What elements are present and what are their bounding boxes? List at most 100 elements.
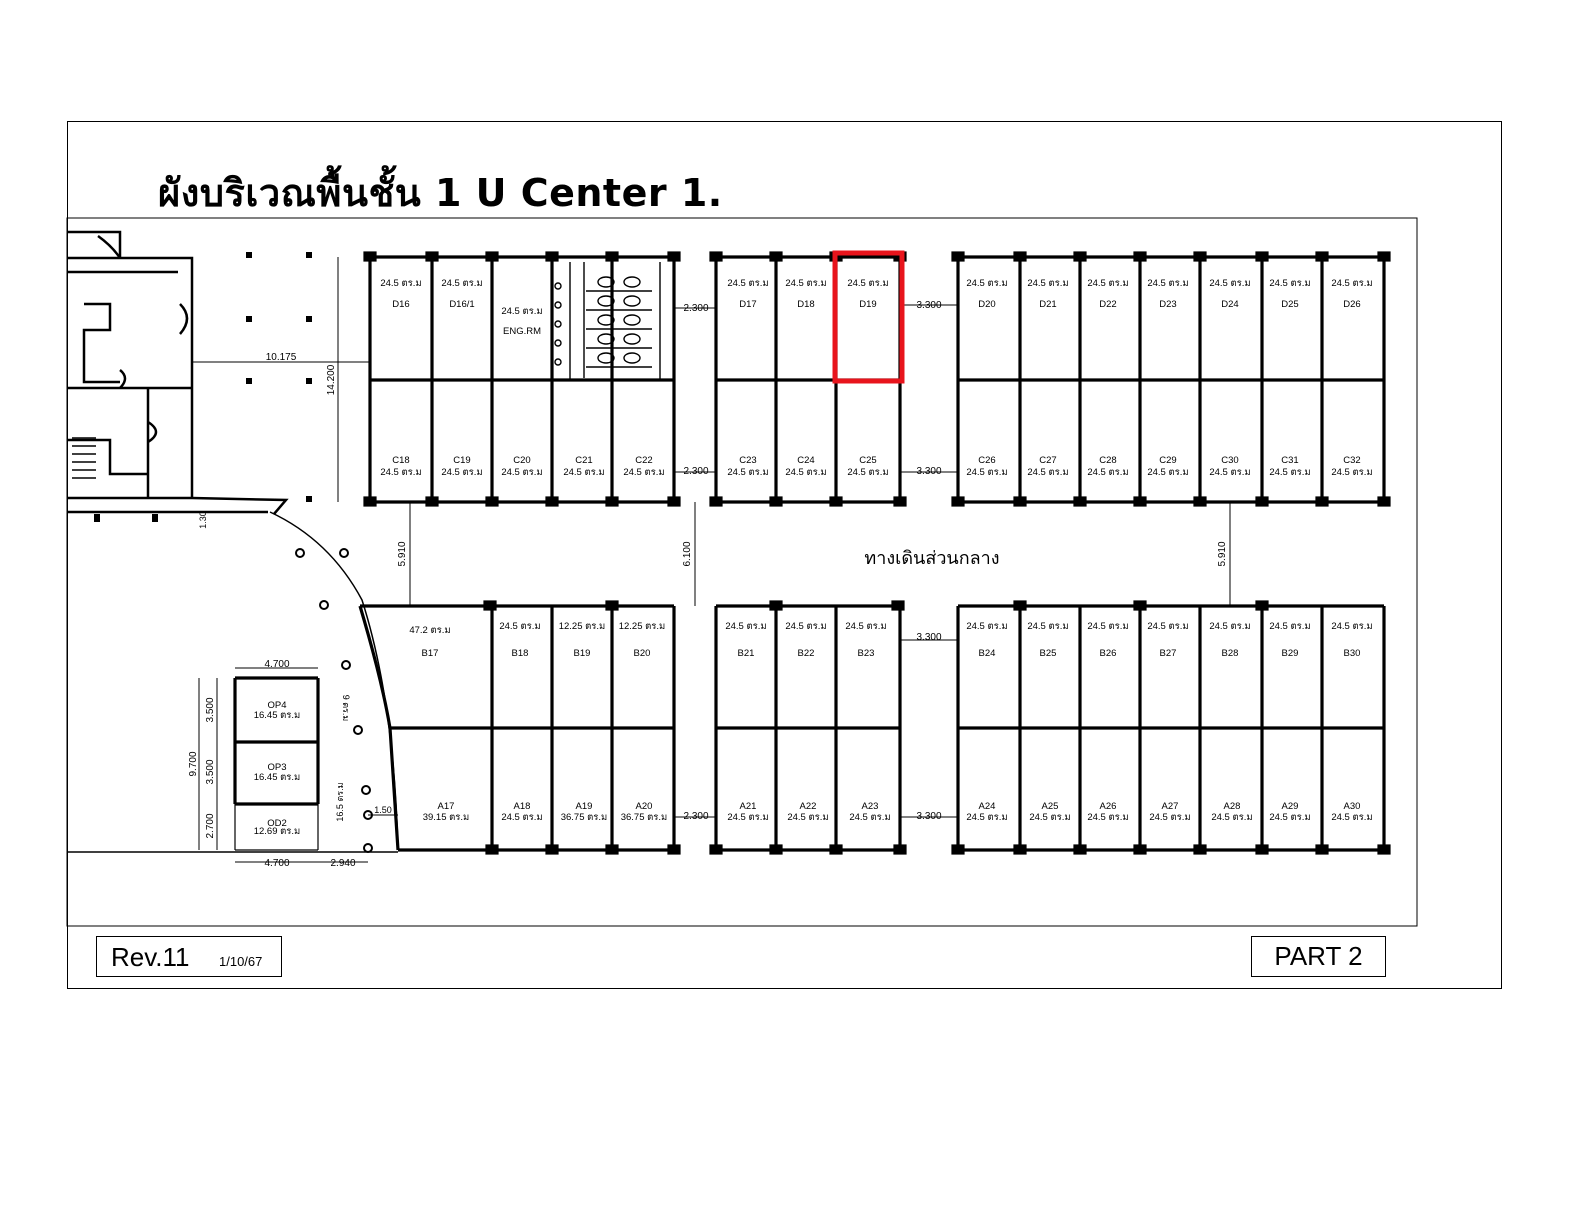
unit-area: 24.5 ตร.ม (1269, 467, 1310, 478)
unit-id: A17 (438, 801, 455, 812)
unit-area: 24.5 ตร.ม (727, 812, 768, 823)
dim-2940: 2.940 (330, 858, 355, 869)
unit-id: A27 (1162, 801, 1179, 812)
toilet-icon (597, 333, 615, 345)
unit-area: 24.5 ตร.ม (623, 467, 664, 478)
sink-icon (554, 320, 562, 328)
column-marker (1255, 251, 1269, 262)
unit-id: ENG.RM (503, 326, 541, 337)
unit-area: 24.5 ตร.ม (1027, 621, 1068, 632)
highlighted-unit-d19 (832, 250, 905, 384)
unit-id: B22 (798, 648, 815, 659)
column-marker (951, 844, 965, 855)
column-marker (1013, 251, 1027, 262)
unit-id: C24 (797, 455, 814, 466)
column-marker (709, 251, 723, 262)
column-marker (483, 600, 497, 611)
unit-id: A29 (1282, 801, 1299, 812)
unit-id: D20 (978, 299, 995, 310)
unit-id: C19 (453, 455, 470, 466)
toilet-icon (597, 295, 615, 307)
unit-id: C22 (635, 455, 652, 466)
unit-id: B23 (858, 648, 875, 659)
column-marker (1013, 496, 1027, 507)
unit-id: D17 (739, 299, 756, 310)
dim-3500: 3.500 (205, 759, 216, 784)
unit-area: 24.5 ตร.ม (1331, 467, 1372, 478)
column-marker (1377, 251, 1391, 262)
unit-area: 24.5 ตร.ม (1029, 812, 1070, 823)
unit-area: 24.5 ตร.ม (727, 278, 768, 289)
dim-4700: 4.700 (264, 858, 289, 869)
dim-2300: 2.300 (683, 303, 708, 314)
bollards (295, 548, 373, 853)
column-marker (1073, 251, 1087, 262)
unit-area: 24.5 ตร.ม (787, 812, 828, 823)
unit-area: 24.5 ตร.ม (966, 467, 1007, 478)
column-marker (893, 844, 907, 855)
unit-id: D22 (1099, 299, 1116, 310)
unit-id: B30 (1344, 648, 1361, 659)
dim-2300: 2.300 (683, 811, 708, 822)
column-marker (893, 496, 907, 507)
dim-3300: 3.300 (916, 300, 941, 311)
toilet-icon (623, 333, 641, 345)
toilet-icon (623, 352, 641, 364)
dim-3300: 3.300 (916, 632, 941, 643)
unit-id: A24 (979, 801, 996, 812)
column-marker (709, 496, 723, 507)
column-marker (485, 251, 499, 262)
op-unit-area: 16.45 ตร.ม (254, 710, 301, 721)
column-marker (363, 251, 377, 262)
unit-id: D21 (1039, 299, 1056, 310)
unit-id: D19 (859, 299, 876, 310)
toilet-icon (597, 314, 615, 326)
unit-area: 36.75 ตร.ม (561, 812, 608, 823)
column-marker (1133, 600, 1147, 611)
column-marker (1377, 844, 1391, 855)
unit-id: A18 (514, 801, 531, 812)
dim-2700: 2.700 (205, 813, 216, 838)
column-marker (545, 496, 559, 507)
unit-area: 24.5 ตร.ม (1269, 278, 1310, 289)
dim-3500: 3.500 (205, 697, 216, 722)
dim-5910: 5.910 (397, 541, 408, 566)
unit-area: 12.25 ตร.ม (559, 621, 606, 632)
unit-area: 24.5 ตร.ม (785, 278, 826, 289)
column-marker (545, 844, 559, 855)
dim-6100: 6.100 (682, 541, 693, 566)
column-marker (951, 496, 965, 507)
unit-id: B26 (1100, 648, 1117, 659)
dim-150: 1.50 (374, 805, 392, 815)
unit-area: 24.5 ตร.ม (847, 278, 888, 289)
unit-id: A19 (576, 801, 593, 812)
revision-date: 1/10/67 (219, 954, 263, 969)
unit-id: A26 (1100, 801, 1117, 812)
unit-area: 24.5 ตร.ม (380, 278, 421, 289)
unit-id: C28 (1099, 455, 1116, 466)
column-marker (951, 251, 965, 262)
unit-area: 24.5 ตร.ม (1027, 278, 1068, 289)
unit-id: C29 (1159, 455, 1176, 466)
column-marker (605, 844, 619, 855)
revision-label: Rev.11 (111, 942, 190, 972)
unit-area: 24.5 ตร.ม (1147, 467, 1188, 478)
dim-10175: 10.175 (266, 352, 297, 363)
dim-9700: 9.700 (188, 751, 199, 776)
unit-id: A23 (862, 801, 879, 812)
column-marker (485, 496, 499, 507)
column-marker (605, 496, 619, 507)
column-marker (1133, 251, 1147, 262)
unit-area: 24.5 ตร.ม (1147, 621, 1188, 632)
dim-4700: 4.700 (264, 659, 289, 670)
unit-id: D24 (1221, 299, 1238, 310)
unit-area: 24.5 ตร.ม (501, 306, 542, 317)
toilet-icon (597, 352, 615, 364)
column-marker (891, 600, 905, 611)
unit-id: D16/1 (449, 299, 474, 310)
unit-id: C31 (1281, 455, 1298, 466)
op-unit-area: 16.45 ตร.ม (254, 772, 301, 783)
unit-area: 24.5 ตร.ม (499, 621, 540, 632)
